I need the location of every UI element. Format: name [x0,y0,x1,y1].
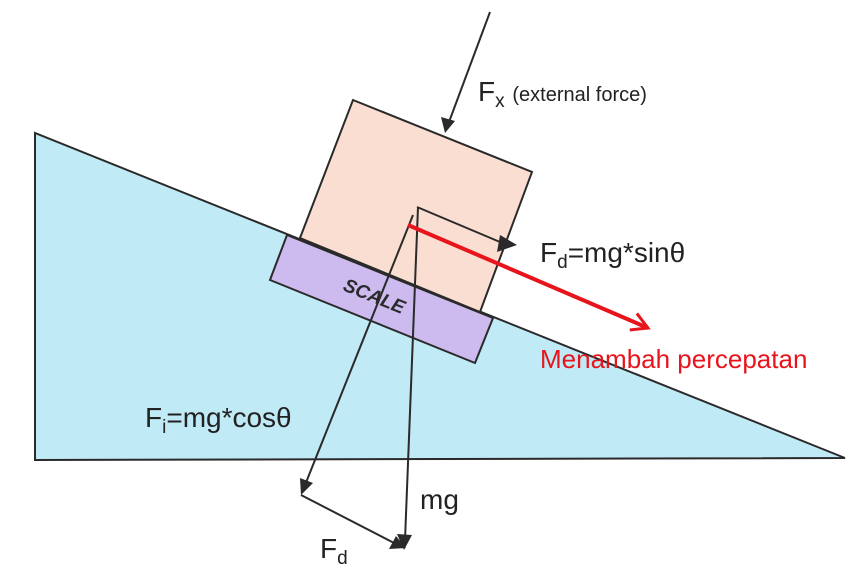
fx-arrow [448,11,491,123]
fi-formula: =mg*cosθ [166,402,292,433]
acceleration-arrow [407,223,651,332]
fx-description: (external force) [512,84,647,106]
scale-plate [268,233,495,365]
fx-label: Fx (external force) [478,76,647,113]
fi-arrowhead [300,478,313,495]
mg-arrowhead [397,534,412,550]
mg-arrow [404,206,419,541]
block [298,98,534,314]
fd-bottom-arrowhead [389,536,406,549]
fi-symbol: F [145,402,163,433]
fd-bottom-subscript: d [337,548,348,569]
fd-formula: =mg*sinθ [567,237,686,268]
fd-bottom-arrow [300,494,397,545]
fi-subscript: i [162,417,167,438]
fd-bottom-symbol: F [320,533,338,564]
fd-equation: Fd=mg*sinθ [540,237,685,274]
fd-subscript: d [557,252,568,273]
fd-arrow [416,206,501,243]
annotation-text: Menambah percepatan [540,344,808,374]
mg-label: mg [420,484,459,515]
fd-bottom-label: Fd [320,533,348,570]
fx-subscript: x [495,91,505,112]
fd-symbol: F [540,237,558,268]
fx-arrowhead [441,117,455,133]
fi-equation: Fi=mg*cosθ [145,402,292,439]
fx-symbol: F [478,76,496,107]
fi-arrow [304,214,414,486]
fd-arrowhead [497,235,517,252]
